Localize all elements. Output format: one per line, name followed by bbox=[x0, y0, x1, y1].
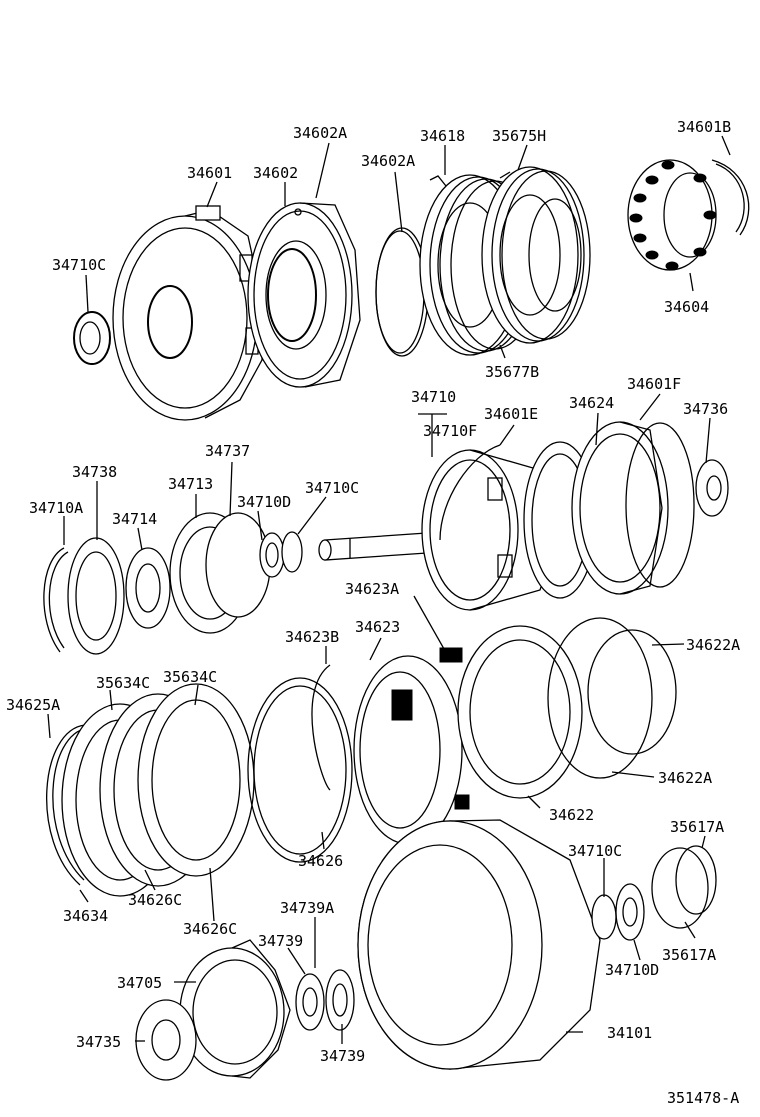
label-34626C-right: 34626C bbox=[183, 920, 237, 938]
part-34601F-snap-ring bbox=[625, 422, 695, 588]
part-34710C-lower-race bbox=[591, 894, 617, 940]
label-34601: 34601 bbox=[187, 164, 232, 182]
label-34622: 34622 bbox=[549, 806, 594, 824]
label-35634C-right: 35634C bbox=[163, 668, 217, 686]
label-34710C-bottom: 34710C bbox=[568, 842, 622, 860]
part-34623B-ring bbox=[311, 664, 331, 791]
label-34710: 34710 bbox=[411, 388, 456, 406]
label-34714: 34714 bbox=[112, 510, 157, 528]
part-34101-transmission-case bbox=[357, 819, 601, 1070]
label-34738: 34738 bbox=[72, 463, 117, 481]
label-34604: 34604 bbox=[664, 298, 709, 316]
label-34626C-left: 34626C bbox=[128, 891, 182, 909]
part-34622-clutch-drum bbox=[439, 625, 583, 799]
label-35617A-top: 35617A bbox=[670, 818, 724, 836]
label-34101: 34101 bbox=[607, 1024, 652, 1042]
part-34710D-bearing bbox=[259, 532, 285, 578]
label-34736: 34736 bbox=[683, 400, 728, 418]
label-34710D-bottom: 34710D bbox=[605, 961, 659, 979]
label-34618: 34618 bbox=[420, 127, 465, 145]
part-34705-ring-gear bbox=[179, 939, 291, 1079]
part-34604-spring-set bbox=[627, 159, 717, 271]
label-34626: 34626 bbox=[298, 852, 343, 870]
label-34634: 34634 bbox=[63, 907, 108, 925]
part-34736-thrust-washer bbox=[695, 459, 729, 517]
part-34735-thrust-plate bbox=[135, 999, 197, 1081]
label-34710A: 34710A bbox=[29, 499, 83, 517]
label-34705: 34705 bbox=[117, 974, 162, 992]
label-35675H: 35675H bbox=[492, 127, 546, 145]
part-34601F-drum bbox=[571, 421, 669, 595]
part-34602A-o-ring bbox=[375, 227, 429, 357]
part-35675H-clutch-pack bbox=[481, 166, 591, 344]
part-34634-clutch-plate-set bbox=[61, 683, 255, 897]
label-34710F: 34710F bbox=[423, 422, 477, 440]
part-34738-gear bbox=[67, 537, 125, 655]
label-34602: 34602 bbox=[253, 164, 298, 182]
label-34623: 34623 bbox=[355, 618, 400, 636]
label-34602A-top: 34602A bbox=[293, 124, 347, 142]
label-34601F: 34601F bbox=[627, 375, 681, 393]
label-34713: 34713 bbox=[168, 475, 213, 493]
part-34601B-snap-ring bbox=[711, 159, 750, 236]
label-34622A-top: 34622A bbox=[686, 636, 740, 654]
label-34710D-mid: 34710D bbox=[237, 493, 291, 511]
part-34710C-oil-seal bbox=[73, 311, 111, 365]
part-34601E-snap-ring bbox=[439, 444, 501, 541]
label-34601E: 34601E bbox=[484, 405, 538, 423]
label-34602A-mid: 34602A bbox=[361, 152, 415, 170]
part-34626-ring bbox=[247, 677, 353, 863]
part-35617A-seal-rings bbox=[651, 845, 717, 929]
part-34622A-o-rings bbox=[547, 617, 677, 779]
part-34710A-snap-ring bbox=[43, 547, 69, 653]
label-34739-bottom: 34739 bbox=[320, 1047, 365, 1065]
label-34622A-bottom: 34622A bbox=[658, 769, 712, 787]
leader-lines bbox=[47, 135, 731, 1044]
label-35677B: 35677B bbox=[485, 363, 539, 381]
part-34714-bearing bbox=[125, 547, 171, 629]
part-34710C-race bbox=[281, 531, 303, 573]
figure-code: 351478-A bbox=[667, 1089, 739, 1107]
label-34625A: 34625A bbox=[6, 696, 60, 714]
part-34739-washers bbox=[295, 969, 355, 1031]
label-34737: 34737 bbox=[205, 442, 250, 460]
label-34710C-mid: 34710C bbox=[305, 479, 359, 497]
label-34623A: 34623A bbox=[345, 580, 399, 598]
part-34602-piston bbox=[247, 202, 361, 388]
label-35617A-bottom: 35617A bbox=[662, 946, 716, 964]
label-34623B: 34623B bbox=[285, 628, 339, 646]
part-34710D-thrust-bearing bbox=[615, 883, 645, 941]
part-34623-piston bbox=[353, 655, 470, 845]
label-34710C-top: 34710C bbox=[52, 256, 106, 274]
part-34625A-snap-ring bbox=[46, 724, 89, 886]
label-34601B: 34601B bbox=[677, 118, 731, 136]
label-34739-top: 34739 bbox=[258, 932, 303, 950]
part-number-labels: 34601B 34602A 34618 35675H 34601 34602 3… bbox=[6, 118, 740, 1107]
part-34710-clutch-drum bbox=[421, 449, 561, 611]
part-34601-drum-housing bbox=[112, 205, 263, 421]
label-34735: 34735 bbox=[76, 1033, 121, 1051]
label-35634C-left: 35634C bbox=[96, 674, 150, 692]
label-34624: 34624 bbox=[569, 394, 614, 412]
label-34739A: 34739A bbox=[280, 899, 334, 917]
